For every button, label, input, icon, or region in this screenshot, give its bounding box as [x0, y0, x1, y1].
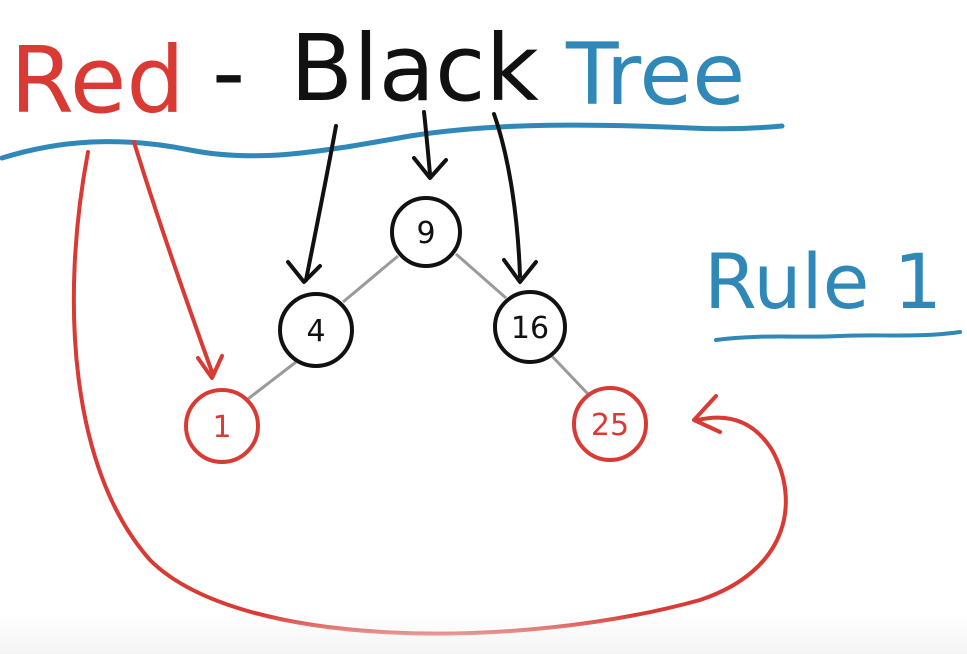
arrowhead-black-to-16 [502, 258, 538, 284]
tree-nodes: 9 4 16 1 25 [184, 196, 648, 464]
arrowhead-red-to-25 [692, 394, 722, 434]
arrow-black-to-16 [492, 112, 522, 278]
title-underline [0, 122, 785, 161]
edge-16-25 [546, 350, 590, 396]
title: Red - Black Tree [10, 15, 745, 134]
node-label-16: 16 [511, 311, 549, 346]
tree-node-4: 4 [278, 292, 354, 368]
bottom-edge-shade [0, 614, 967, 654]
title-word-tree: Tree [565, 25, 745, 125]
node-label-1: 1 [212, 410, 231, 445]
node-label-4: 4 [306, 314, 325, 349]
arrowhead-black-to-4 [286, 260, 322, 284]
tree-edges [243, 252, 590, 404]
rule-label-group: Rule 1 [704, 237, 962, 342]
title-dash: - [212, 19, 245, 126]
node-label-25: 25 [591, 408, 629, 443]
arrow-black-to-9 [422, 110, 432, 176]
title-word-red: Red [10, 27, 185, 134]
tree-node-25: 25 [572, 386, 648, 462]
arrow-red-to-1 [132, 140, 214, 374]
title-word-black: Black [290, 15, 540, 122]
edge-9-4 [342, 254, 399, 304]
tree-node-9: 9 [390, 196, 462, 268]
tree-node-1: 1 [184, 388, 260, 464]
rule-label: Rule 1 [704, 237, 942, 326]
rule-underline [714, 330, 962, 342]
arrowhead-black-to-9 [412, 156, 448, 180]
edge-4-1 [243, 360, 297, 404]
node-label-9: 9 [416, 216, 435, 251]
edge-9-16 [455, 252, 507, 300]
black-arrows [286, 110, 538, 284]
tree-node-16: 16 [493, 290, 567, 364]
arrow-black-to-4 [304, 124, 338, 282]
arrowhead-red-to-1 [196, 354, 224, 380]
